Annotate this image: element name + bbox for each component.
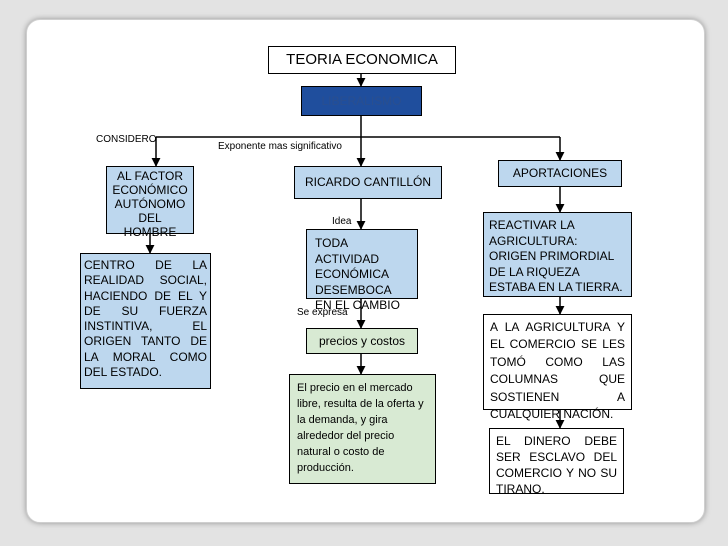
label-exponente: Exponente mas significativo bbox=[218, 141, 342, 152]
label-se-expresa: Se expresa bbox=[297, 307, 348, 318]
actividad-box: TODA ACTIVIDAD ECONÓMICA DESEMBOCA EN EL… bbox=[306, 229, 418, 312]
reactivar-box: REACTIVAR LA AGRICULTURA: ORIGEN PRIMORD… bbox=[483, 212, 632, 297]
factor-box: AL FACTOR ECONÓMICO AUTÓNOMO DEL HOMBRE bbox=[106, 166, 194, 239]
agricultura-box: A LA AGRICULTURA Y EL COMERCIO SE LES TO… bbox=[483, 314, 632, 421]
root-box: LIBERALISMO bbox=[301, 86, 422, 116]
label-considero: CONSIDERO bbox=[96, 134, 157, 145]
precios-box: precios y costos bbox=[306, 328, 418, 354]
title-box: TEORIA ECONOMICA bbox=[268, 46, 456, 74]
cantillon-box: RICARDO CANTILLÓN bbox=[294, 166, 442, 199]
dinero-box: EL DINERO DEBE SER ESCLAVO DEL COMERCIO … bbox=[489, 428, 624, 496]
aportaciones-box: APORTACIONES bbox=[498, 160, 622, 187]
precio-mercado-box: El precio en el mercado libre, resulta d… bbox=[289, 374, 436, 484]
label-idea: Idea bbox=[332, 216, 352, 227]
centro-box: CENTRO DE LA REALIDAD SOCIAL, HACIENDO D… bbox=[80, 253, 211, 389]
